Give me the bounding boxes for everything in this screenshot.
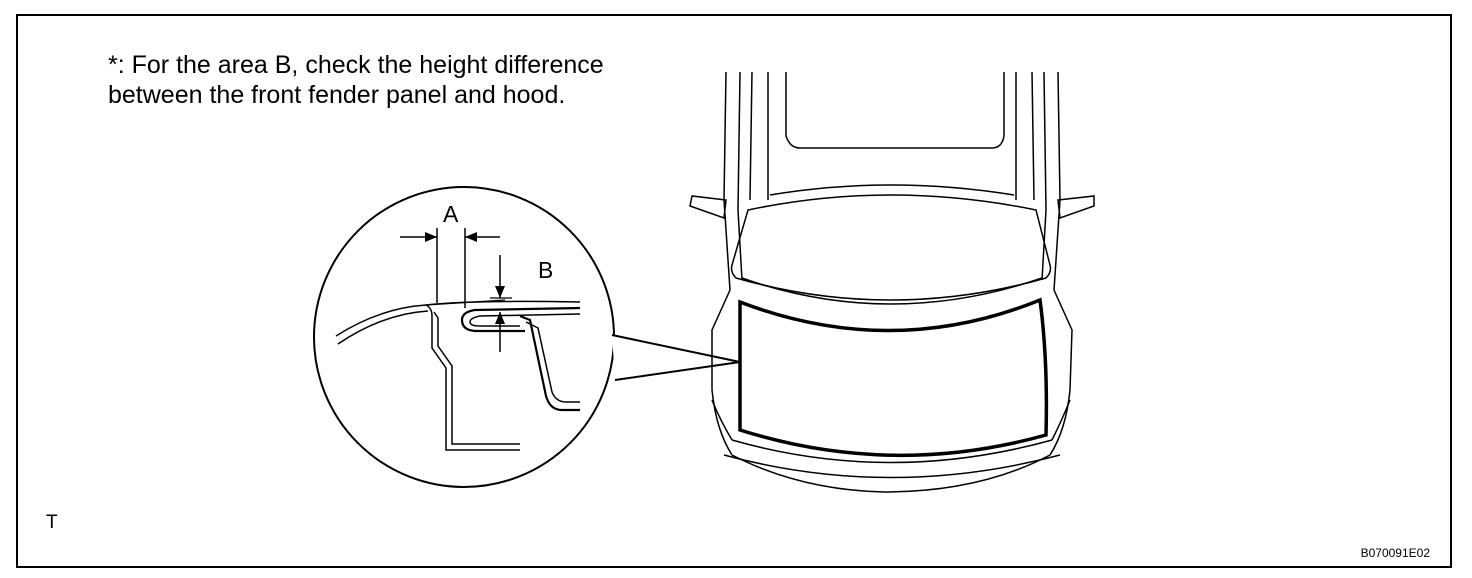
note-line-2: between the front fender panel and hood. xyxy=(108,81,566,109)
label-a: A xyxy=(443,201,459,227)
corner-label: T xyxy=(46,512,58,533)
figure-id: B070091E02 xyxy=(1360,546,1430,560)
car-top-view xyxy=(689,71,1095,493)
label-b: B xyxy=(538,257,553,283)
figure-frame xyxy=(16,14,1452,568)
instruction-note: *: For the area B, check the height diff… xyxy=(108,50,604,110)
note-line-1: *: For the area B, check the height diff… xyxy=(108,51,604,79)
callout-pointer xyxy=(611,334,741,381)
detail-circle xyxy=(313,186,741,488)
